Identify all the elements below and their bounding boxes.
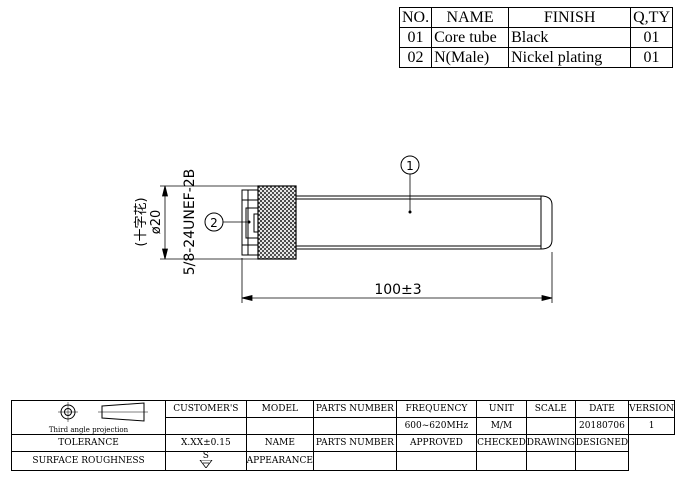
bom-cell-no: 01 xyxy=(398,27,433,48)
knurl-line xyxy=(257,197,297,237)
knurl-line xyxy=(257,253,264,260)
knurl-line xyxy=(257,249,267,259)
roughness-triangle-icon xyxy=(199,459,213,469)
knurl-line xyxy=(257,241,275,259)
drawing-label: DRAWING xyxy=(525,434,576,452)
model-value xyxy=(245,417,314,435)
frequency-label: FREQUENCY xyxy=(395,400,478,418)
approved-label: APPROVED xyxy=(395,434,478,452)
bom-cell-finish: Nickel plating xyxy=(508,47,632,68)
bom-header-no: NO. xyxy=(398,7,433,28)
knurl-line xyxy=(257,217,297,257)
part-drawing: 1 2 100±3 ø20 (十字花) 5/8-24UNEF-2B xyxy=(133,155,553,303)
blank-cell xyxy=(574,451,630,471)
callout-2-label: 2 xyxy=(210,216,218,230)
core-tube xyxy=(296,195,553,250)
knurl-line xyxy=(257,209,297,249)
projection-label: Third angle projection xyxy=(48,426,129,434)
knurl-line xyxy=(263,225,297,259)
version-value: 1 xyxy=(628,417,675,435)
parts-number-label-2: PARTS NUMBER xyxy=(312,434,397,452)
blank-cell xyxy=(525,451,576,471)
scale-label: SCALE xyxy=(525,400,576,418)
callout-2: 2 xyxy=(204,212,251,232)
knurl-line xyxy=(287,249,297,259)
knurl-line xyxy=(257,205,297,245)
customers-label: CUSTOMER'S xyxy=(165,400,247,418)
knurl-note: (十字花) xyxy=(133,197,149,246)
date-value: 20180706 xyxy=(574,417,630,435)
knurl-line xyxy=(290,253,297,260)
knurl-line xyxy=(279,241,297,259)
callout-1: 1 xyxy=(400,155,420,214)
scale-value xyxy=(525,417,576,435)
knurl-line xyxy=(257,193,297,233)
unit-value: M/M xyxy=(476,417,527,435)
unit-label: UNIT xyxy=(476,400,527,418)
bom-cell-name: N(Male) xyxy=(431,47,510,68)
blank-cell xyxy=(395,451,478,471)
surface-roughness-letter: S xyxy=(202,451,209,461)
tolerance-value: X.XX±0.15 xyxy=(165,434,247,452)
knurl-line xyxy=(258,221,297,260)
version-label: VERSION xyxy=(628,400,675,418)
tolerance-label: TOLERANCE xyxy=(10,434,167,452)
knurl-line xyxy=(271,233,297,259)
knurl-line xyxy=(257,186,296,225)
knurl-line xyxy=(257,229,288,260)
bill-of-materials-table: NO. NAME FINISH Q,TY 01 Core tube Black … xyxy=(398,7,673,68)
knurl-line xyxy=(257,221,296,260)
knurl-line xyxy=(257,245,272,260)
knurl-line xyxy=(266,229,297,260)
date-label: DATE xyxy=(574,400,630,418)
knurl-line xyxy=(257,225,291,259)
callout-1-label: 1 xyxy=(406,159,414,173)
surface-roughness-label: SURFACE ROUGHNESS xyxy=(10,451,167,471)
parts-number-value xyxy=(312,417,397,435)
diameter-dimension xyxy=(160,185,258,260)
knurl-line xyxy=(274,237,297,260)
bom-cell-name: Core tube xyxy=(431,27,510,48)
bom-cell-qty: 01 xyxy=(630,47,673,68)
bom-cell-no: 02 xyxy=(398,47,433,68)
model-label: MODEL xyxy=(245,400,314,418)
knurl-line xyxy=(257,213,297,253)
knurl-line xyxy=(257,201,297,241)
knurl-line xyxy=(257,257,259,259)
third-angle-projection-icon xyxy=(57,402,148,422)
length-dimension-label: 100±3 xyxy=(374,282,421,298)
knurled-nut xyxy=(257,185,297,260)
customers-value xyxy=(165,417,247,435)
name-label: NAME xyxy=(245,434,314,452)
checked-label: CHECKED xyxy=(476,434,527,452)
knurl-line xyxy=(282,245,297,260)
knurl-line xyxy=(257,189,297,229)
designed-label: DESIGNED xyxy=(574,434,630,452)
blank-cell xyxy=(312,451,397,471)
title-block: Third angle projection CUSTOMER'S MODEL … xyxy=(10,400,675,471)
knurl-line xyxy=(295,257,297,259)
length-dimension xyxy=(241,252,553,303)
knurl-line xyxy=(257,237,280,260)
surface-roughness-symbol: S xyxy=(165,451,247,471)
frequency-value: 600~620MHz xyxy=(395,417,478,435)
blank-cell xyxy=(476,451,527,471)
knurl-line xyxy=(257,233,283,259)
diameter-label: ø20 xyxy=(149,210,164,235)
appearance-label: APPEARANCE xyxy=(245,451,314,471)
projection-cell: Third angle projection xyxy=(10,400,167,435)
parts-number-label: PARTS NUMBER xyxy=(312,400,397,418)
bom-row: 02 N(Male) Nickel plating 01 xyxy=(398,47,673,68)
thread-spec-label: 5/8-24UNEF-2B xyxy=(182,169,198,276)
